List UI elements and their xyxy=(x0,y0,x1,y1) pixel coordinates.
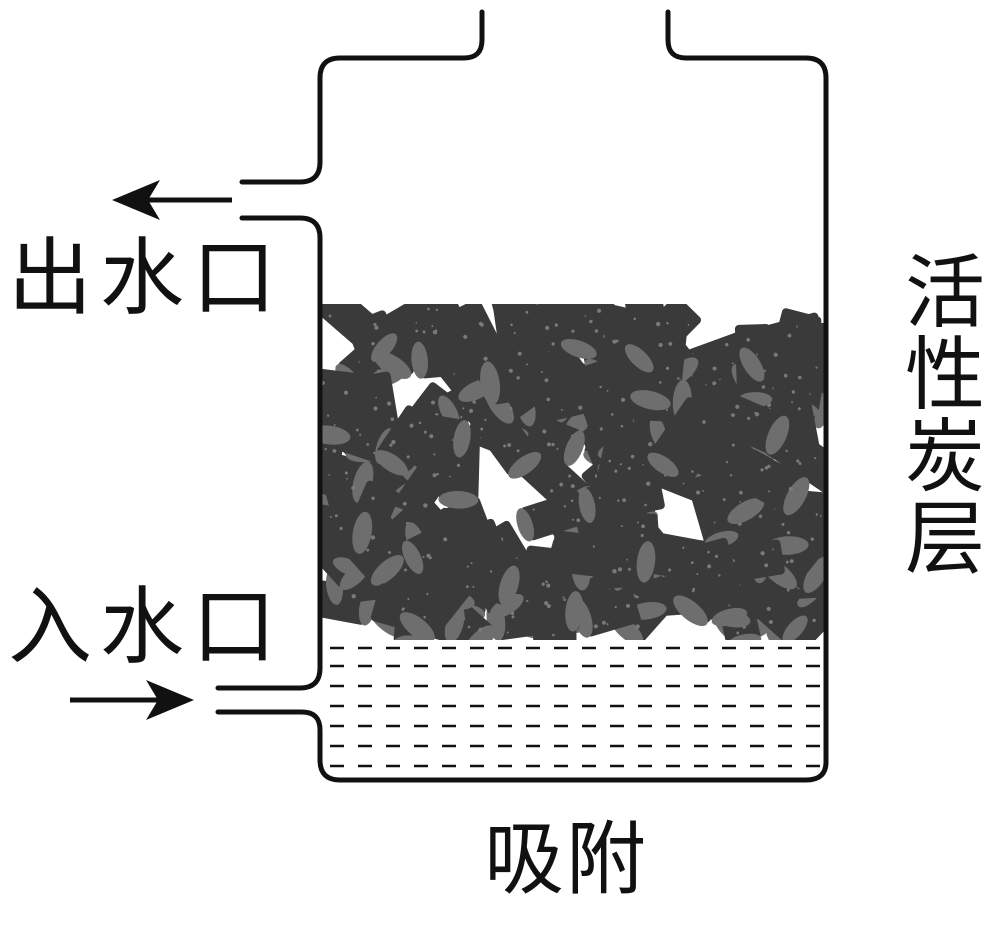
inlet-arrow xyxy=(70,680,194,720)
carbon-pellet xyxy=(691,537,748,627)
container-outline xyxy=(215,9,829,783)
carbon-pellet xyxy=(322,368,358,445)
carbon-pellet xyxy=(322,499,373,554)
carbon-pellet xyxy=(430,544,520,606)
outlet-arrow xyxy=(112,180,232,220)
carbon-pellet xyxy=(624,304,702,373)
carbon-pellet xyxy=(712,391,790,455)
carbon-pellet xyxy=(560,304,615,360)
carbon-pellet xyxy=(516,490,588,542)
carbon-pellet xyxy=(693,441,765,525)
water-dashes xyxy=(330,646,820,768)
container-body xyxy=(215,9,829,783)
top-neck-left xyxy=(239,9,485,185)
carbon-layer-label: 活性炭层 xyxy=(892,250,985,578)
inlet-label: 入水口 xyxy=(8,578,285,676)
carbon-pellet xyxy=(555,531,656,583)
carbon-pellet xyxy=(322,304,398,363)
diagram-caption: 吸附 xyxy=(484,813,648,906)
carbon-pellet xyxy=(578,474,665,523)
carbon-pellet xyxy=(467,396,542,479)
carbon-pellet xyxy=(733,449,810,516)
activated-carbon-layer xyxy=(322,304,824,640)
carbon-pellet xyxy=(402,507,492,574)
carbon-pellet xyxy=(400,410,471,458)
side-wall xyxy=(215,215,323,691)
outlet-label: 出水口 xyxy=(8,229,285,327)
carbon-pellet xyxy=(518,586,584,632)
carbon-pellet xyxy=(480,351,567,405)
